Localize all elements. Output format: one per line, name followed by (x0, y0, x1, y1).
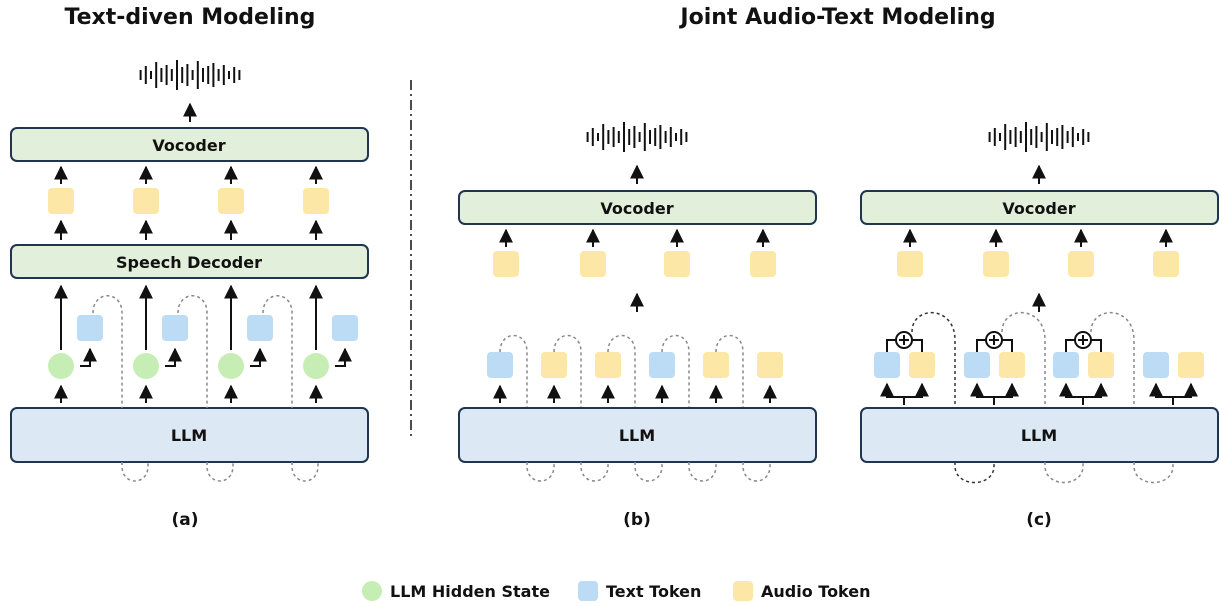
text-token (162, 315, 188, 341)
llm-box (458, 407, 817, 463)
plus-circle-icon (985, 331, 1003, 349)
token-pair-2 (964, 331, 1025, 405)
audio-token (595, 352, 621, 378)
token-pair-1 (874, 331, 935, 405)
audio-token-column-4 (303, 165, 329, 240)
hidden-state-group-2 (133, 284, 208, 408)
caption-b: (b) (623, 510, 651, 530)
audio-token-column-1 (48, 165, 74, 240)
audio-token (48, 188, 74, 214)
legend-audio-token-label: Audio Token (761, 582, 871, 601)
llm-label: LLM (619, 426, 655, 445)
llm-label: LLM (1021, 426, 1057, 445)
waveform-icon (139, 60, 241, 90)
hidden-state-circle (48, 353, 74, 379)
audio-token (303, 188, 329, 214)
panel-b: Vocoder LLM (b (458, 122, 817, 530)
plus-circle-icon (895, 331, 913, 349)
legend-text-token-label: Text Token (606, 582, 701, 601)
legend: LLM Hidden State Text Token Audio Token (362, 581, 871, 601)
token-pair-3 (1053, 331, 1114, 405)
vocoder-box (10, 127, 369, 162)
audio-token (703, 352, 729, 378)
text-token (247, 315, 273, 341)
audio-token (909, 352, 935, 378)
vocoder-box (458, 190, 817, 225)
title-joint-audio-text: Joint Audio-Text Modeling (678, 5, 995, 30)
audio-token (750, 251, 776, 277)
audio-token (218, 188, 244, 214)
audio-token (999, 352, 1025, 378)
audio-token (664, 251, 690, 277)
audio-token (897, 251, 923, 277)
hidden-state-group-1 (48, 284, 123, 408)
audio-token (983, 251, 1009, 277)
vocoder-label: Vocoder (1002, 199, 1075, 218)
speech-decoder-box (10, 244, 369, 279)
vocoder-label: Vocoder (152, 136, 225, 155)
waveform-icon (586, 122, 688, 152)
audio-token (757, 352, 783, 378)
audio-token-column-2 (133, 165, 159, 240)
hidden-state-group-4 (303, 284, 358, 403)
audio-token (541, 352, 567, 378)
title-text-driven: Text-diven Modeling (65, 5, 316, 30)
llm-label: LLM (171, 426, 207, 445)
hidden-state-group-3 (218, 284, 293, 408)
panel-c: Vocoder (860, 122, 1219, 530)
speech-decoder-label: Speech Decoder (116, 253, 262, 272)
audio-token (1068, 251, 1094, 277)
token-pair-4 (1143, 352, 1204, 405)
text-token (1053, 352, 1079, 378)
legend-text-token-swatch (578, 581, 598, 601)
audio-token-column-3 (218, 165, 244, 240)
hidden-state-circle (133, 353, 159, 379)
audio-token (133, 188, 159, 214)
text-token (964, 352, 990, 378)
audio-token (1153, 251, 1179, 277)
text-token (332, 315, 358, 341)
hidden-state-circle (303, 353, 329, 379)
text-token (487, 352, 513, 378)
text-token (77, 315, 103, 341)
audio-token (1178, 352, 1204, 378)
text-token (649, 352, 675, 378)
llm-box (10, 407, 369, 463)
text-token (1143, 352, 1169, 378)
vocoder-box (860, 190, 1219, 225)
legend-hidden-state-label: LLM Hidden State (390, 582, 550, 601)
panel-a: Vocoder Speech Decoder LLM (10, 60, 369, 530)
hidden-state-circle (218, 353, 244, 379)
legend-audio-token-swatch (733, 581, 753, 601)
llm-box (860, 407, 1219, 463)
text-token (874, 352, 900, 378)
caption-a: (a) (171, 510, 198, 530)
vocoder-label: Vocoder (600, 199, 673, 218)
waveform-icon (988, 122, 1090, 152)
audio-token (1088, 352, 1114, 378)
legend-hidden-state-swatch (362, 581, 382, 601)
plus-circle-icon (1074, 331, 1092, 349)
audio-token (580, 251, 606, 277)
caption-c: (c) (1026, 510, 1052, 530)
audio-token (493, 251, 519, 277)
